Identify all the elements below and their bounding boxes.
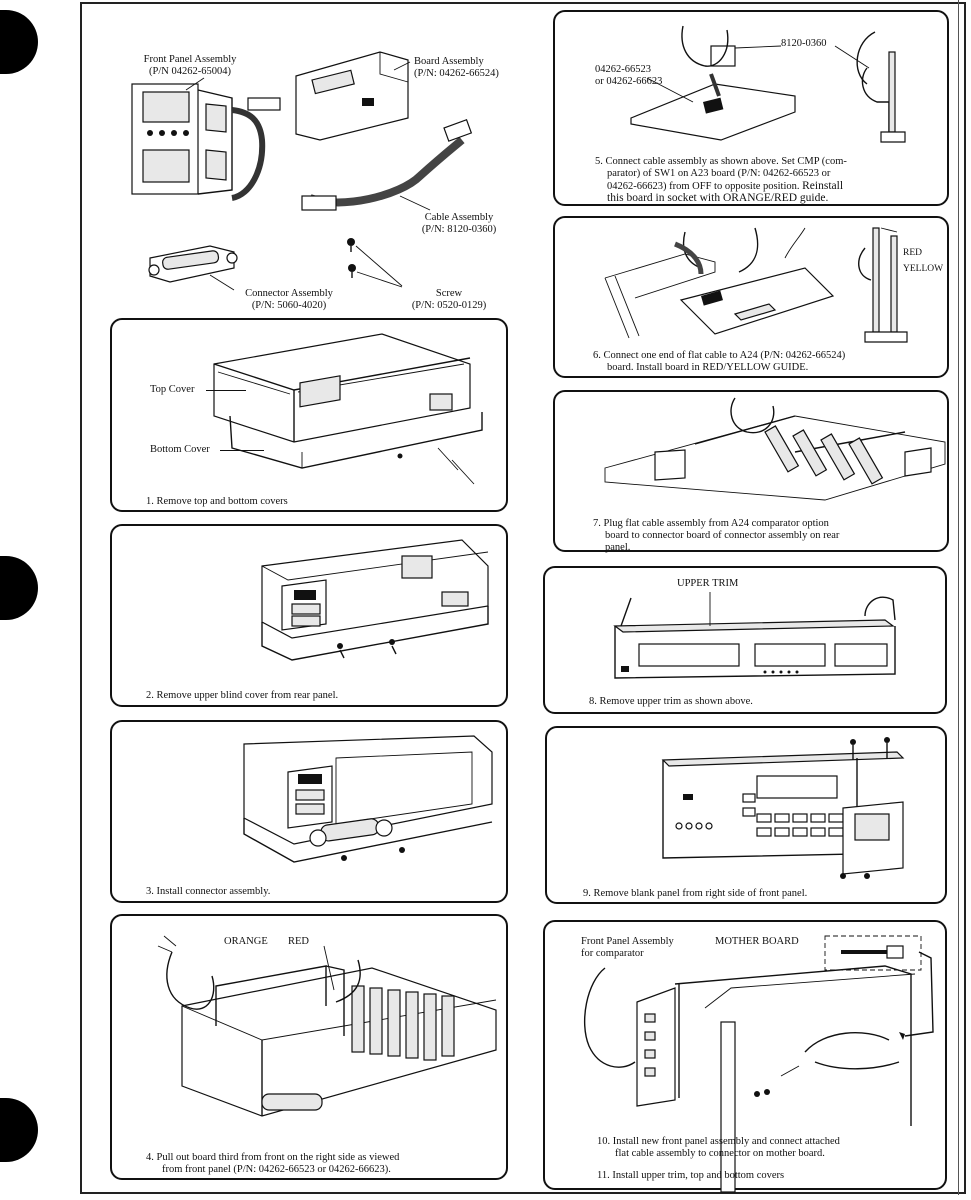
cable-assembly-label: Cable Assembly(P/N: 8120-0360) bbox=[421, 212, 497, 235]
step-1-caption: 1. Remove top and bottom covers bbox=[146, 496, 288, 507]
step-2-caption: 2. Remove upper blind cover from rear pa… bbox=[146, 690, 339, 701]
cable-assembly-drawing bbox=[301, 119, 473, 211]
board-assembly-drawing bbox=[295, 51, 409, 141]
step-9-panel: 9. Remove blank panel from right side of… bbox=[545, 726, 947, 904]
step-3-panel: 3. Install connector assembly. bbox=[110, 720, 508, 903]
front-panel-assembly-drawing bbox=[131, 83, 281, 201]
page-border bbox=[80, 2, 966, 1194]
step-7-caption-line-2: board to connector board of connector as… bbox=[605, 530, 840, 541]
binder-hole-bottom bbox=[0, 1098, 38, 1162]
step-4-illustration bbox=[157, 935, 497, 1117]
step-6-caption-line-2: board. Install board in RED/YELLOW GUIDE… bbox=[607, 362, 809, 373]
step-11-caption: 11. Install upper trim, top and bottom c… bbox=[597, 1170, 785, 1181]
step-2-illustration bbox=[261, 539, 489, 661]
step-6-illustration bbox=[604, 227, 908, 343]
step-9-illustration bbox=[661, 737, 905, 879]
mother-board-label: MOTHER BOARD bbox=[715, 936, 799, 947]
step-5-illustration bbox=[630, 25, 906, 143]
bottom-cover-label: Bottom Cover bbox=[150, 444, 210, 455]
step-7-illustration bbox=[604, 397, 946, 501]
step-3-caption: 3. Install connector assembly. bbox=[146, 886, 271, 897]
top-cover-label: Top Cover bbox=[150, 384, 195, 395]
step-3-illustration bbox=[243, 735, 493, 863]
board-assembly-label: Board Assembly(P/N: 04262-66524) bbox=[414, 56, 499, 79]
step-9-caption: 9. Remove blank panel from right side of… bbox=[583, 888, 808, 899]
step-4-panel: ORANGE RED 4. Pull out board third from … bbox=[110, 914, 508, 1180]
connector-assembly-label: Connector Assembly(P/N: 5060-4020) bbox=[245, 288, 333, 311]
step-6-caption-line-1: 6. Connect one end of flat cable to A24 … bbox=[593, 350, 846, 361]
step-8-panel: UPPER TRIM 8. Remove upper trim as shown… bbox=[543, 566, 947, 714]
step-5-caption-reinstall: Reinstall bbox=[802, 180, 844, 192]
front-panel-assembly-label: Front Panel Assembly(P/N 04262-65004) bbox=[143, 54, 237, 77]
orange-guide-label: ORANGE bbox=[224, 936, 268, 947]
red-guide-label-step6: RED bbox=[903, 248, 922, 258]
screws-drawing bbox=[347, 238, 403, 288]
step-7-panel: 7. Plug flat cable assembly from A24 com… bbox=[553, 390, 949, 553]
screw-label: Screw(P/N: 0520-0129) bbox=[411, 288, 487, 311]
step-1-illustration bbox=[213, 333, 483, 485]
step-10-caption-line-2: flat cable assembly to connector on moth… bbox=[615, 1148, 825, 1159]
step-7-caption-line-3: panel. bbox=[605, 542, 631, 553]
step-10-illustration bbox=[583, 935, 934, 1193]
step-7-caption-line-1: 7. Plug flat cable assembly from A24 com… bbox=[593, 518, 829, 529]
upper-trim-label: UPPER TRIM bbox=[677, 578, 739, 589]
step-2-panel: 2. Remove upper blind cover from rear pa… bbox=[110, 524, 508, 707]
step-10-caption-line-1: 10. Install new front panel assembly and… bbox=[597, 1136, 840, 1147]
step-5-caption-line-4: this board in socket with ORANGE/RED gui… bbox=[607, 192, 829, 204]
step-4-caption-line-1: 4. Pull out board third from front on th… bbox=[146, 1152, 400, 1163]
red-guide-label: RED bbox=[288, 936, 309, 947]
bottom-cover-leader bbox=[220, 450, 264, 451]
step-8-caption: 8. Remove upper trim as shown above. bbox=[589, 696, 753, 707]
step-5-caption-line-3: 04262-66623) from OFF to opposite positi… bbox=[607, 180, 843, 193]
step-6-panel: RED YELLOW 6. Connect one end of flat ca… bbox=[553, 216, 949, 378]
step-5-caption-line-2: parator) of SW1 on A23 board (P/N: 04262… bbox=[607, 168, 831, 179]
step-8-illustration bbox=[613, 592, 896, 679]
top-cover-leader bbox=[206, 390, 246, 391]
binder-hole-middle bbox=[0, 556, 38, 620]
step-5-caption-line-3-text: 04262-66623) from OFF to opposite positi… bbox=[607, 181, 800, 192]
parts-illustration bbox=[131, 51, 473, 291]
step-5-caption-line-1: 5. Connect cable assembly as shown above… bbox=[595, 156, 847, 167]
step-5-cable-pn: 8120-0360 bbox=[781, 38, 827, 49]
page-edge-rule bbox=[958, 0, 959, 1195]
step-1-panel: Top Cover Bottom Cover 1. Remove top and… bbox=[110, 318, 508, 512]
step-4-caption-line-2: from front panel (P/N: 04262-66523 or 04… bbox=[162, 1164, 391, 1175]
yellow-guide-label-step6: YELLOW bbox=[903, 264, 944, 274]
connector-assembly-drawing bbox=[148, 245, 238, 283]
